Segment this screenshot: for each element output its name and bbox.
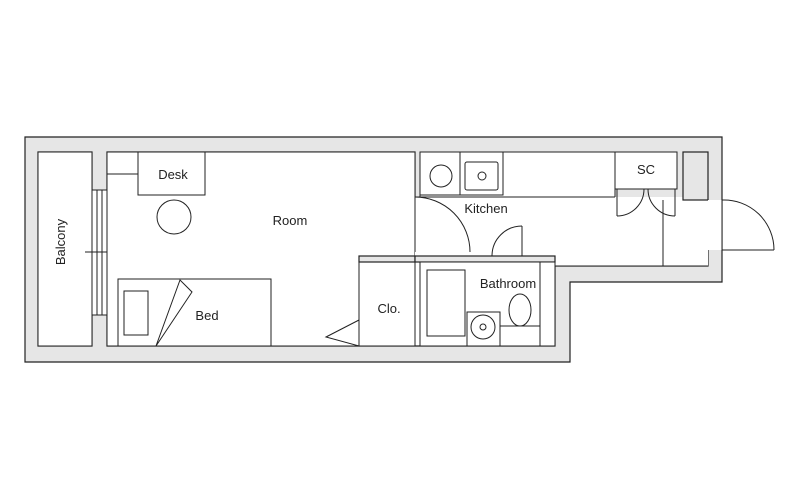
bed-pillow (123, 290, 149, 336)
label-kitchen: Kitchen (464, 201, 507, 216)
kitchen-door-arc (414, 196, 471, 253)
sink-drain (477, 171, 487, 181)
entrance-door-arc (721, 199, 775, 251)
sc-door-arc-right (647, 188, 676, 217)
label-balcony: Balcony (53, 218, 68, 265)
sc-cabinet (614, 151, 678, 190)
toilet-bowl (508, 293, 532, 327)
bathroom-sink-drain (479, 323, 487, 331)
label-closet: Clo. (377, 301, 400, 316)
bathroom-wall (414, 255, 556, 263)
bed-blanket-fold (155, 279, 193, 347)
hob-burner (429, 164, 453, 188)
label-desk: Desk (158, 167, 188, 182)
desk-chair (156, 199, 192, 235)
label-room: Room (273, 213, 308, 228)
label-bathroom: Bathroom (480, 276, 536, 291)
label-sc: SC (637, 162, 655, 177)
balcony-area (37, 151, 93, 347)
corridor-floor (415, 197, 708, 266)
label-bed: Bed (195, 308, 218, 323)
toilet-tank (499, 325, 541, 347)
closet (358, 261, 416, 347)
sc-door-arc-left (616, 188, 645, 217)
sc-right-wall (682, 151, 709, 201)
closet-top-wall (358, 255, 416, 263)
entrance-opening (708, 200, 722, 250)
bathroom-door-arc (491, 225, 523, 257)
bathtub (426, 269, 466, 337)
closet-door (324, 319, 360, 347)
